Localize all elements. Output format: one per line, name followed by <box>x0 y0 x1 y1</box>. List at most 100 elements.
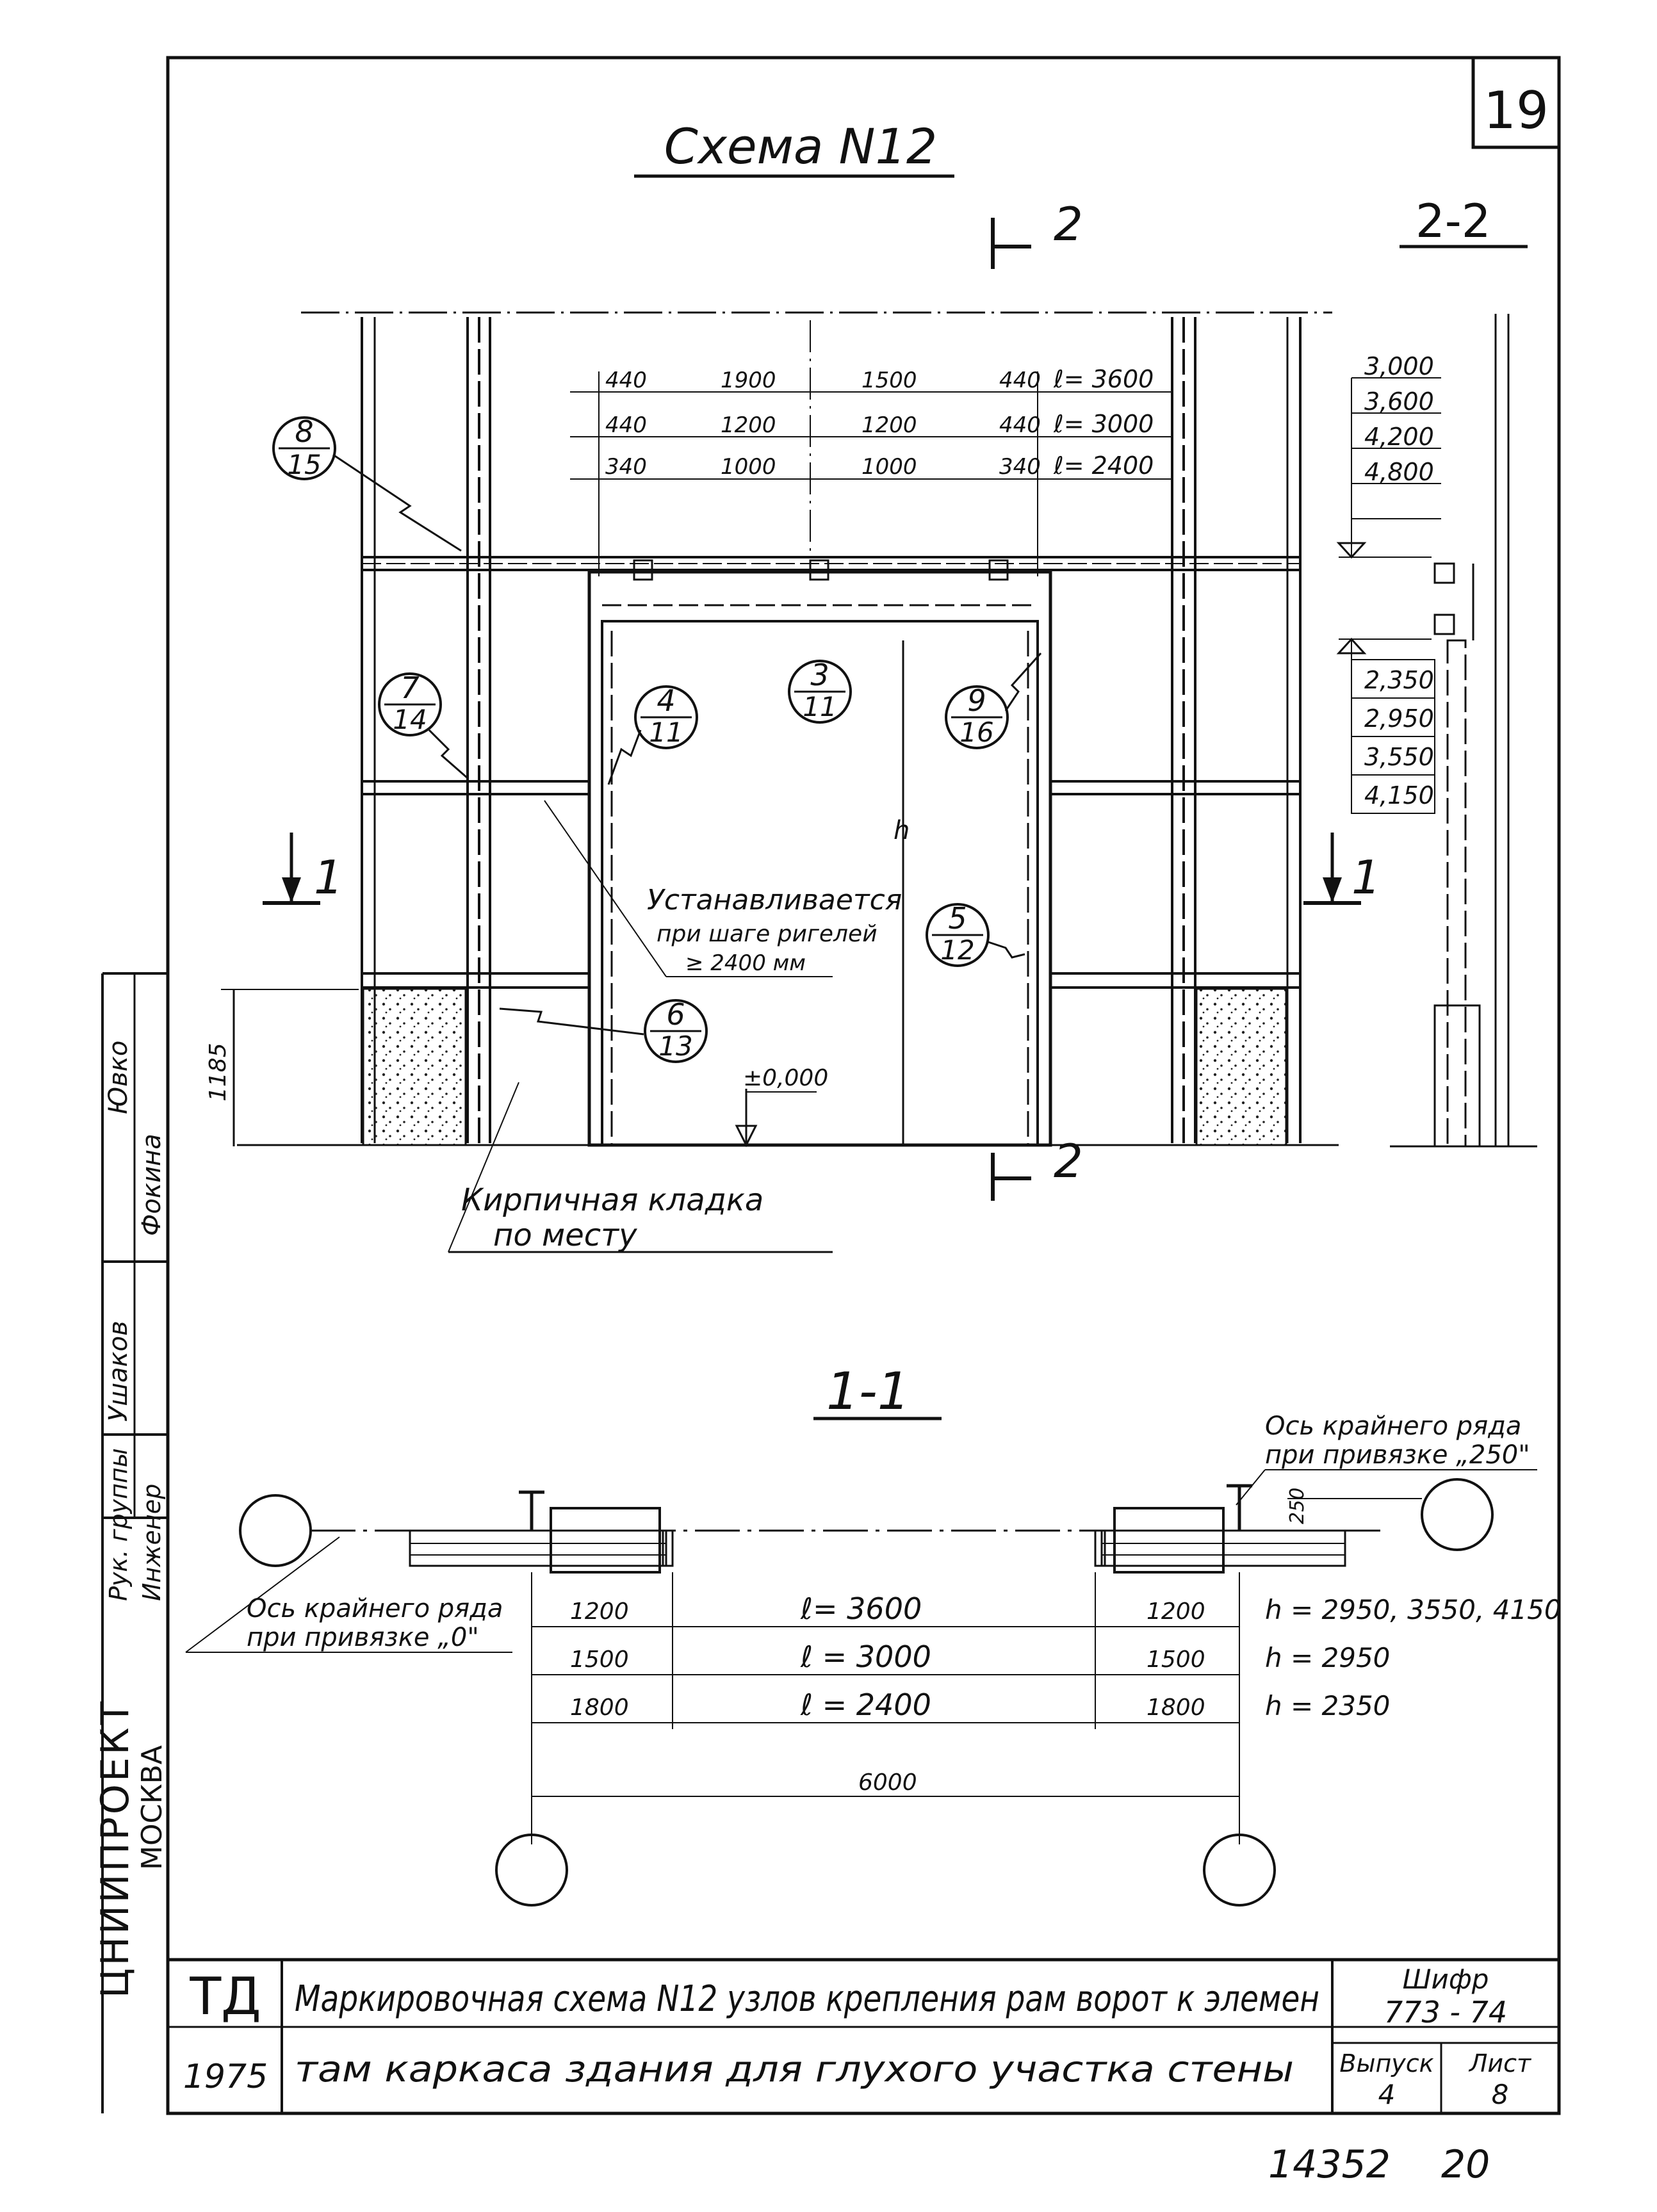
dim-r2-span: ℓ= 3000 <box>1053 410 1154 438</box>
title-logo: ТД <box>189 1967 261 2026</box>
level-bottom-1: 2,350 <box>1364 666 1434 694</box>
dim-r1-span: ℓ= 3600 <box>1053 365 1154 393</box>
plan-row3-h: h = 2350 <box>1265 1690 1390 1721</box>
dim-r2-c2: 1200 <box>721 412 776 438</box>
dim-1185: 1185 <box>205 989 359 1146</box>
brick-note-line1: Кирпичная кладка <box>461 1182 763 1218</box>
side-name-1: Ушаков <box>104 1321 133 1422</box>
section-mark-1-right-label: 1 <box>1351 850 1381 904</box>
callout-top: 9 <box>967 683 986 718</box>
callout-4-11: 4 11 <box>607 683 698 785</box>
callout-5-12: 5 12 <box>926 901 1025 967</box>
level-bottom-2: 2,950 <box>1364 704 1434 733</box>
side-org-mark: ЦНИИПРОЕКТ <box>93 1699 138 1998</box>
level-bottom-3: 3,550 <box>1364 743 1434 771</box>
axis-right-note-line2: при привязке „250" <box>1265 1440 1530 1470</box>
dim-1185-label: 1185 <box>205 1043 231 1102</box>
dim-r2-c1: 440 <box>605 412 647 438</box>
callout-bottom: 13 <box>658 1030 692 1062</box>
elevation-dimension-lines <box>570 371 1172 576</box>
plan-row1-span: ℓ= 3600 <box>800 1591 922 1626</box>
side-city: МОСКВА <box>136 1745 168 1870</box>
installed-note: Устанавливается при шаге ригелей ≥ 2400 … <box>544 800 902 977</box>
installed-note-line1: Устанавливается <box>647 884 902 916</box>
level-top-1: 3,000 <box>1364 352 1434 380</box>
height-mark: h <box>894 816 910 845</box>
dim-r1-c3: 1500 <box>861 368 917 393</box>
callout-bottom: 11 <box>649 717 683 748</box>
axis-left-note-line2: при привязке „0" <box>247 1623 479 1652</box>
section-mark-1-left: 1 <box>263 833 343 905</box>
dim-r1-c4: 440 <box>999 368 1041 393</box>
section-2-2-view: 2-2 3,000 3,600 4,200 4,800 2,350 2,950 … <box>1336 194 1537 1148</box>
brick-note-line2: по месту <box>493 1217 637 1253</box>
section-mark-2-bottom-label: 2 <box>1054 1134 1083 1188</box>
axis-left-note-line1: Ось крайнего ряда <box>247 1594 503 1623</box>
side-role-manager: Рук. группы <box>104 1448 133 1601</box>
footer-page: 20 <box>1441 2142 1490 2187</box>
section-mark-1-right: 1 <box>1303 833 1381 905</box>
callout-top: 3 <box>810 658 829 692</box>
dim-r2-c4: 440 <box>999 412 1041 438</box>
scheme-title: Схема N12 <box>664 118 937 175</box>
plan-row2-left: 1500 <box>570 1647 629 1673</box>
installed-note-line3: ≥ 2400 мм <box>685 950 806 976</box>
plan-1-1-view: 1-1 Ось крайнего ряда при привязке „250"… <box>185 1362 1562 1907</box>
elevation-dimension-labels: 440 1900 1500 440 ℓ= 3600 440 1200 1200 … <box>605 365 1154 480</box>
callout-bottom: 12 <box>940 934 974 966</box>
plan-row1-right: 1200 <box>1147 1598 1205 1625</box>
callouts: 8 15 7 14 4 11 3 11 9 16 <box>272 414 1042 1063</box>
sheet-number-box <box>1471 56 1561 149</box>
title-issue-label: Выпуск <box>1339 2049 1433 2078</box>
plan-row3-left: 1800 <box>570 1695 629 1721</box>
callout-top: 8 <box>295 414 313 449</box>
callout-9-16: 9 16 <box>945 652 1042 749</box>
plan-row3-right: 1800 <box>1147 1695 1205 1721</box>
level-zero: ±0,000 <box>724 1065 828 1148</box>
callout-bottom: 14 <box>393 704 427 735</box>
side-stamp: Рук. группы Инженер Ушаков Фокина Ювко Ц… <box>93 1041 168 1998</box>
section-mark-2-top: 2 <box>1054 197 1083 251</box>
side-role-engineer: Инженер <box>138 1484 166 1601</box>
plan-row2-span: ℓ = 3000 <box>800 1639 931 1674</box>
dim-r3-c2: 1000 <box>721 454 776 480</box>
plan-total: 6000 <box>858 1769 917 1796</box>
dim-r1-c1: 440 <box>605 368 647 393</box>
footer-number: 14352 <box>1268 2142 1391 2187</box>
callout-3-11: 3 11 <box>788 658 852 724</box>
level-top-3: 4,200 <box>1364 423 1434 451</box>
title-code-label: Шифр <box>1403 1964 1489 1995</box>
dim-r1-c2: 1900 <box>721 368 776 393</box>
section-mark-1-left-label: 1 <box>314 850 343 904</box>
brick-infill-left <box>362 988 467 1146</box>
axis-circle <box>239 1494 312 1567</box>
title-block: ТД 1975 Маркировочная схема N12 узлов кр… <box>166 1958 1561 2115</box>
section-2-2-title: 2-2 <box>1416 194 1491 248</box>
callout-bottom: 15 <box>287 449 321 480</box>
plan-row3-span: ℓ = 2400 <box>800 1687 931 1722</box>
callout-top: 7 <box>400 671 419 705</box>
elevation-view: 2 <box>237 197 1339 1147</box>
side-chief: Ювко <box>104 1041 133 1114</box>
section-mark-2-bottom: 2 <box>991 1134 1083 1201</box>
level-bottom-4: 4,150 <box>1364 781 1434 809</box>
callout-bottom: 16 <box>959 717 993 748</box>
brick-infill-right <box>1195 988 1287 1146</box>
callout-bottom: 11 <box>803 691 837 722</box>
dim-r3-c1: 340 <box>605 454 647 480</box>
section-1-1-title: 1-1 <box>826 1362 910 1421</box>
title-code-value: 773 - 74 <box>1384 1995 1507 2029</box>
dim-r2-c3: 1200 <box>861 412 917 438</box>
title-issue-value: 4 <box>1378 2079 1396 2110</box>
plan-row1-h: h = 2950, 3550, 4150 <box>1265 1594 1562 1625</box>
brick-note: Кирпичная кладка по месту <box>448 1082 833 1253</box>
axis-circle <box>495 1834 568 1907</box>
axis-circle <box>1203 1834 1276 1907</box>
installed-note-line2: при шаге ригелей <box>657 921 877 947</box>
dim-r3-c3: 1000 <box>861 454 917 480</box>
dim-r3-c4: 340 <box>999 454 1041 480</box>
title-desc-line2: там каркаса здания для глухого участка с… <box>295 2049 1294 2090</box>
plan-row2-h: h = 2950 <box>1265 1642 1390 1673</box>
callout-top: 6 <box>666 997 685 1032</box>
sheet-number: 19 <box>1483 81 1549 140</box>
